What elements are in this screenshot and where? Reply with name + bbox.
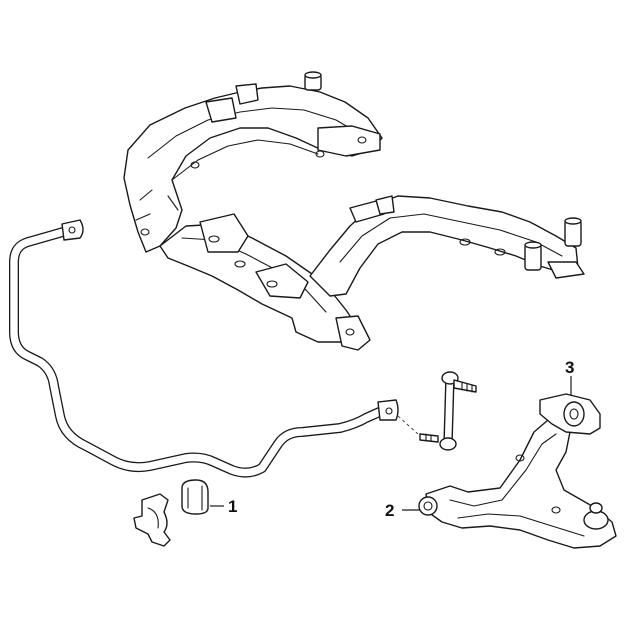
callout-1: 1	[210, 497, 237, 516]
callout-2-label: 2	[385, 501, 394, 520]
stabilizer-bushing	[181, 479, 209, 515]
stabilizer-link	[397, 371, 477, 451]
front-subframe	[123, 71, 585, 351]
bushing-clamp	[133, 493, 171, 547]
callout-3: 3	[565, 358, 574, 396]
callout-3-label: 3	[565, 358, 574, 377]
callout-2: 2	[385, 501, 420, 520]
callout-1-label: 1	[228, 497, 237, 516]
stabilizer-bar	[9, 219, 399, 478]
lower-control-arm	[418, 393, 617, 549]
